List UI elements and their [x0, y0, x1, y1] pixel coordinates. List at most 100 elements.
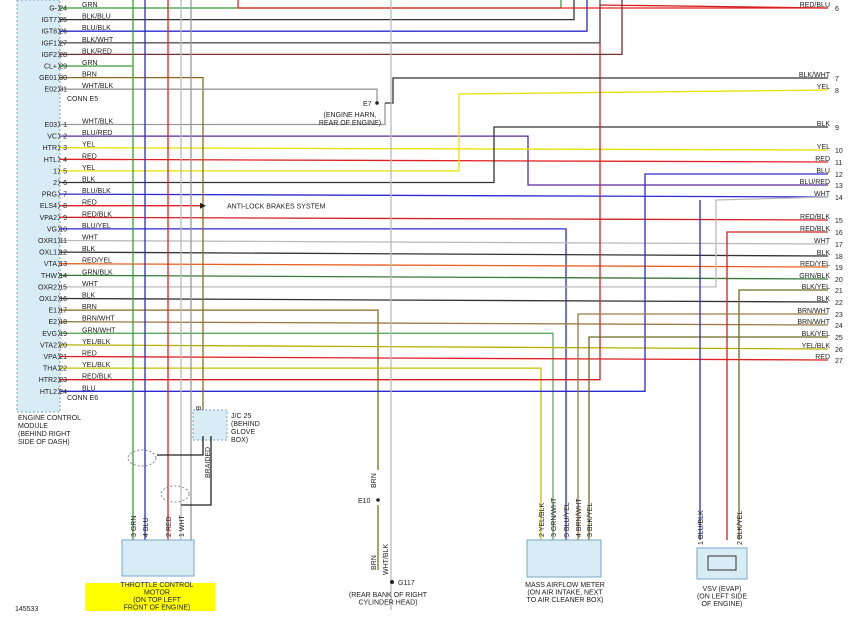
ecm-box [16, 0, 61, 413]
pin-bracket [57, 237, 60, 244]
ecm-pin-name: IGT8 [41, 29, 57, 36]
wire-tha [60, 367, 542, 540]
wire-e2 [59, 321, 829, 326]
ecm-wire-color: BRN [82, 304, 97, 311]
wire-igt7 [60, 0, 575, 21]
wire-prg [59, 193, 829, 198]
right-terminal-number: 20 [835, 277, 843, 284]
throttle-pin: 3 GRN [131, 516, 138, 537]
ecm-pin-name: IGF2 [41, 52, 57, 59]
pin-bracket [57, 132, 60, 140]
throttle-pin: 4 BLU [143, 518, 150, 537]
ecm-label: ENGINE CONTROL [18, 415, 81, 422]
wire-rtn-25 [588, 336, 828, 540]
ecm-wire-color: RED [82, 351, 97, 358]
right-terminal-color: YEL [817, 144, 830, 151]
wire-1 [60, 89, 829, 172]
pin-bracket [57, 156, 60, 163]
throttle-highlight [85, 583, 215, 611]
ecm-pin-name: 2 [53, 180, 57, 187]
pin-layer [57, 4, 60, 395]
wire-igf1 [60, 0, 601, 44]
throttle-label: THROTTLE CONTROL [120, 582, 193, 589]
maf-label: MASS AIRFLOW METER [525, 582, 605, 589]
pin-bracket [57, 202, 60, 209]
right-terminal-number: 6 [835, 6, 839, 13]
ecm-pin-number: 9 [63, 215, 67, 222]
ecm-pin-number: 28 [59, 52, 67, 59]
right-terminal-color: RED [815, 354, 830, 361]
ecm-pin-number: 19 [59, 331, 67, 338]
ecm-pin-name: IGT7 [41, 17, 57, 24]
e7-splice [375, 101, 379, 105]
ecm-pin-number: 22 [59, 366, 67, 373]
ecm-pin-number: 13 [59, 261, 67, 268]
ecm-pin-number: 2 [63, 134, 67, 141]
ecm-wire-color: YEL [82, 165, 95, 172]
maf-pin: 4 BRN/WHT [576, 498, 583, 537]
ecm-pin-name: G- [49, 6, 57, 13]
right-terminal-color: BRN/WHT [797, 319, 830, 326]
right-terminal-number: 18 [835, 254, 843, 261]
ecm-wire-color: RED/YEL [82, 258, 112, 265]
right-terminal-color: WHT [814, 238, 831, 245]
wire-htl [59, 158, 829, 163]
right-terminal-number: 23 [835, 312, 843, 319]
wire-e7-blkwht [385, 77, 828, 104]
ecm-pin-number: 17 [59, 308, 67, 315]
ecm-wire-color: BLU/BLK [82, 188, 111, 195]
vsv-box [696, 547, 748, 580]
ecm-pin-name: VTA2 [40, 342, 57, 349]
ecm-pin-number: 14 [59, 273, 67, 280]
right-terminal-color: RED/BLK [800, 214, 830, 221]
ecm-pin-name: IGF1 [41, 40, 57, 47]
ecm-pin-name: OXL1 [39, 250, 57, 257]
wire-htr [59, 147, 829, 151]
jc25-box [192, 409, 228, 441]
ecm-pin-name: EVG [42, 331, 57, 338]
wire-thw [59, 274, 829, 280]
jc25-label: BOX) [231, 437, 248, 444]
ecm-pin-name: THA [43, 366, 57, 373]
wire-g- [60, 0, 562, 9]
right-terminal-number: 21 [835, 288, 843, 295]
ecm-wire-color: BLK [82, 246, 96, 253]
jc25-label: GLOVE [231, 429, 255, 436]
wire-htl2 [60, 173, 828, 392]
right-terminal-number: 19 [835, 265, 843, 272]
e7-location: (ENGINE HARN, [324, 112, 377, 119]
wire-vpa2 [59, 216, 829, 221]
maf-label: (ON AIR INTAKE, NEXT [527, 590, 603, 597]
pin-bracket [57, 74, 60, 81]
ecm-pin-number: 18 [59, 319, 67, 326]
ecm-pin-name: VPA [44, 354, 58, 361]
wire-oxl1 [59, 251, 829, 257]
pin-bracket [57, 167, 60, 175]
ecm-pin-number: 29 [59, 64, 67, 71]
right-terminal-color: RED [815, 156, 830, 163]
ecm-pin-number: 6 [63, 180, 67, 187]
ecm-wire-color: BLK/BLU [82, 14, 111, 21]
right-terminal-color: BLU/RED [800, 179, 830, 186]
vsv-label: (ON LEFT SIDE [697, 594, 747, 601]
right-terminal-number: 14 [835, 195, 843, 202]
right-terminal-color: BLK [817, 121, 831, 128]
right-terminal-color: BLK/YEL [802, 284, 831, 291]
throttle-label: MOTOR [144, 590, 170, 597]
ground-location: (REAR BANK OF RIGHT [349, 592, 428, 599]
ecm-label: (BEHIND RIGHT [18, 431, 71, 438]
ecm-label: MODULE [18, 423, 48, 430]
ecm-wire-color: BLU/BLK [82, 25, 111, 32]
vsv-pin: 1 BLU/BLK [698, 510, 705, 545]
right-terminal-color: BLK [817, 296, 831, 303]
right-terminal-color: BLU [816, 168, 830, 175]
ecm-wire-color: RED [82, 200, 97, 207]
wire-vta2 [59, 344, 829, 350]
ecm-pin-number: 27 [59, 40, 67, 47]
maf-pin: 2 YEL/BLK [539, 503, 546, 537]
right-terminal-color: BLK [817, 250, 831, 257]
pin-bracket [57, 295, 60, 302]
ecm-pin-name: E2 [48, 319, 57, 326]
